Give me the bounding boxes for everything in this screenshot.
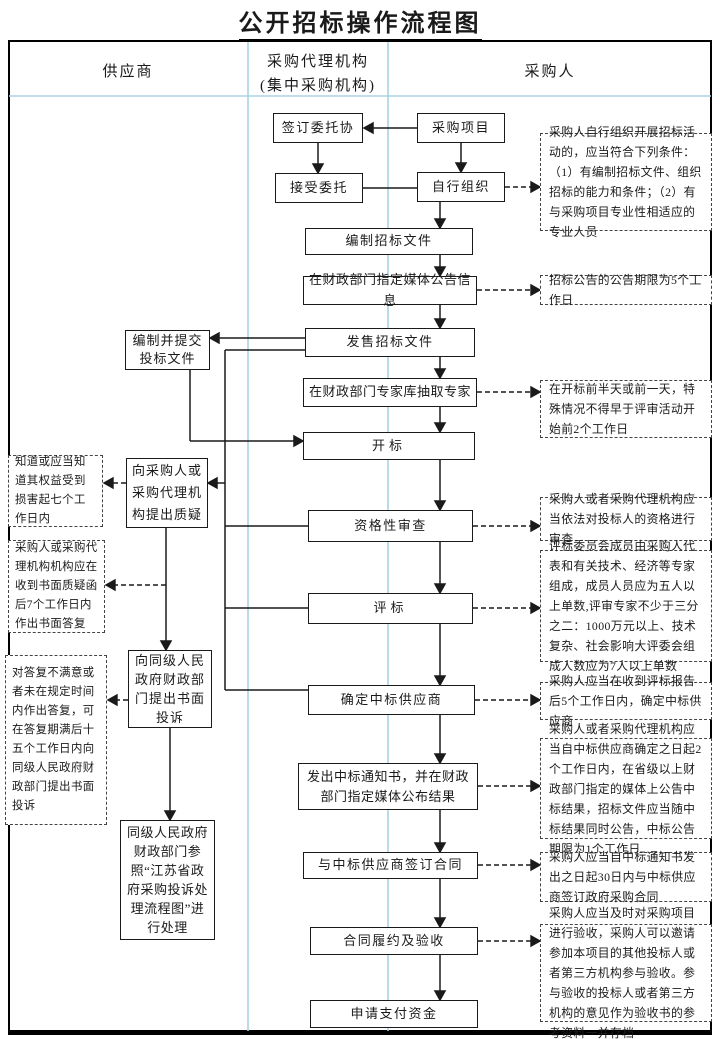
flow-box-qualification-review: 资格性审查 [308, 510, 473, 542]
note-expert-extraction-timing: 在开标前半天或前一天，特殊情况不得早于评审活动开始前2个工作日 [540, 380, 712, 438]
note-reply-deadline: 采购人或采购代理机构机构应在收到书面质疑函后7个工作日内作出书面答复 [8, 540, 105, 633]
note-winner-determination-deadline: 采购人应当在收到评标报告后5个工作日内，确定中标供应商 [540, 674, 712, 728]
flow-box-sell-docs: 发售招标文件 [305, 328, 475, 357]
note-question-deadline: 知道或应当知道其权益受到损害起七个工作日内 [8, 455, 103, 527]
flow-box-extract-experts: 在财政部门专家库抽取专家 [303, 378, 477, 407]
flow-box-determine-winner: 确定中标供应商 [308, 685, 475, 715]
note-complaint-deadline: 对答复不满意或者未在规定时间内作出答复，可在答复期满后十五个工作日内向同级人民政… [5, 655, 107, 825]
note-announcement-period: 招标公告的公告期限为5个工作日 [540, 273, 712, 307]
page-title: 公开招标操作流程图 [0, 3, 720, 42]
flow-box-sign-agreement: 签订委托协 [273, 113, 363, 143]
flow-box-announce-info: 在财政部门指定媒体公告信息 [303, 272, 477, 308]
flow-box-procurement-project: 采购项目 [417, 113, 505, 143]
flow-box-bid-opening: 开标 [303, 432, 475, 460]
annotation-connectors [102, 180, 542, 948]
note-evaluation-committee: 评标委员会成员由采购人代表和有关技术、经济等专家组成，成员人员应为五人以上单数,… [540, 539, 712, 673]
note-acceptance-inspection: 采购人应当及时对采购项目进行验收，采购人可以邀请参加本项目的其他投标人或者第三方… [540, 906, 712, 1039]
flow-box-contract-acceptance: 合同履约及验收 [310, 927, 478, 955]
lane-header-agency: 采购代理机构 (集中采购机构) [248, 50, 388, 98]
flow-box-handle-complaint: 同级人民政府财政部门参照“江苏省政府采购投诉处理流程图”进行处理 [120, 820, 215, 940]
flow-box-prepare-bid: 编制并提交投标文件 [125, 330, 210, 370]
flow-box-issue-notice: 发出中标通知书，并在财政部门指定媒体公布结果 [298, 763, 478, 810]
flow-box-self-organize: 自行组织 [417, 172, 505, 202]
lane-header-supplier: 供应商 [102, 64, 154, 80]
flow-box-bid-evaluation: 评标 [308, 593, 473, 624]
flow-connectors [159, 121, 468, 1002]
flow-box-apply-payment: 申请支付资金 [310, 1000, 478, 1028]
lane-header-agency-line2: (集中采购机构) [260, 78, 376, 94]
flow-box-prepare-tender-docs: 编制招标文件 [305, 228, 473, 255]
flow-box-sign-contract: 与中标供应商签订合同 [303, 852, 478, 879]
note-result-announcement: 采购人或者采购代理机构应当自中标供应商确定之日起2个工作日内，在省级以上财政部门… [540, 722, 712, 856]
flow-box-raise-question: 向采购人或采购代理机构提出质疑 [126, 458, 208, 528]
flow-box-file-complaint: 向同级人民政府财政部门提出书面投诉 [128, 650, 212, 728]
lane-header-agency-line1: 采购代理机构 [266, 54, 369, 70]
lane-header-purchaser: 采购人 [524, 64, 576, 80]
note-contract-signing-deadline: 采购人应当自中标通知书发出之日起30日内与中标供应商签订政府采购合同 [540, 850, 712, 904]
note-self-organize-conditions: 采购人自行组织开展招标活动的，应当符合下列条件：（1）有编制招标文件、组织招标的… [540, 125, 712, 239]
flow-box-accept-entrust: 接受委托 [275, 173, 363, 203]
note-qualification-review: 采购人或者采购代理机构应当依法对投标人的资格进行审查 [540, 492, 712, 546]
